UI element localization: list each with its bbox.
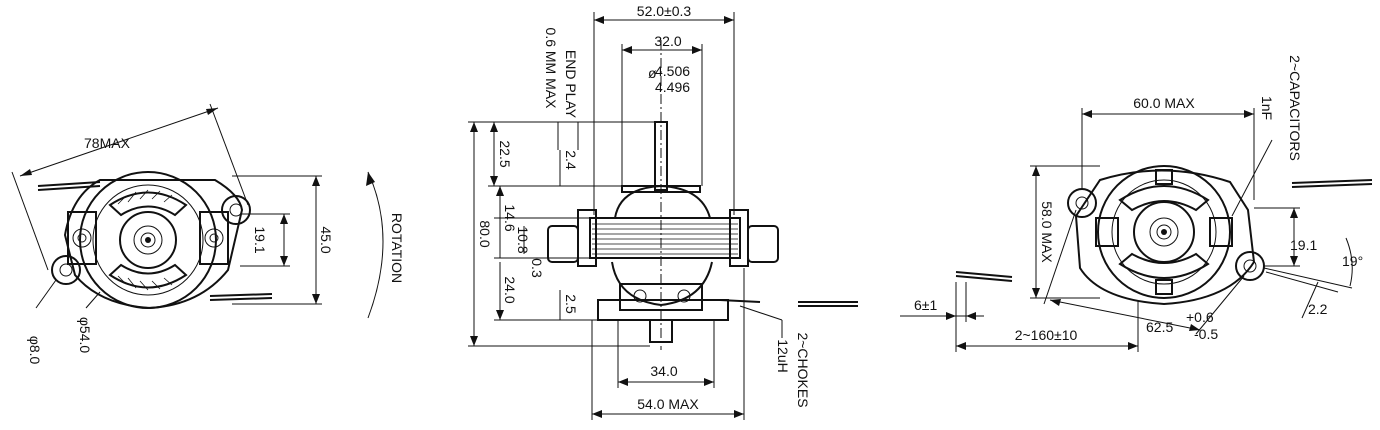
left-height-label: 45.0 — [318, 226, 334, 253]
left-body-dia-label: φ54.0 — [77, 317, 93, 354]
right-capacitors-value: 1nF — [1259, 96, 1275, 120]
mid-end-play-label: END PLAY — [563, 50, 579, 119]
mid-chokes-label: 2~CHOKES — [795, 332, 811, 407]
mid-stack-inner-label: 10.8 — [515, 226, 531, 253]
right-lead-strip-label: 6±1 — [914, 297, 937, 313]
svg-text:ø: ø — [648, 65, 657, 81]
right-tol-minus-label: -0.5 — [1194, 326, 1218, 342]
left-mount-span-label: 19.1 — [252, 226, 268, 253]
right-mount-span-label: 19.1 — [1290, 237, 1317, 253]
rotation-indicator: ROTATION — [366, 171, 405, 319]
mid-chokes-value: 12uH — [775, 339, 791, 372]
right-lead-offset-label: 2.2 — [1308, 301, 1328, 317]
left-overall-diagonal: 78MAX — [84, 135, 131, 151]
right-tol-plus-label: +0.6 — [1186, 309, 1214, 325]
middle-view: 52.0±0.3 32.0 ø 4.506 4.496 END PLAY 0.6… — [468, 3, 858, 420]
mid-bottom-gap-label: 2.5 — [563, 294, 579, 314]
mid-total-height-label: 80.0 — [477, 220, 493, 247]
right-hole-spacing-label: 62.5 — [1146, 319, 1173, 335]
mid-shaft-dia-upper: 4.506 — [655, 63, 690, 79]
mid-base-width-label: 54.0 MAX — [637, 396, 699, 412]
right-lead-length-label: 2~160±10 — [1015, 327, 1078, 343]
mid-bottom-width-label: 34.0 — [650, 363, 677, 379]
mid-stack-height-label: 14.6 — [502, 204, 518, 231]
right-view: 60.0 MAX 2~CAPACITORS 1nF 58.0 MAX 19.1 … — [900, 55, 1373, 352]
mid-inner-width-label: 32.0 — [654, 33, 681, 49]
mid-shaft-dia-lower: 4.496 — [655, 79, 690, 95]
right-capacitors-label: 2~CAPACITORS — [1287, 55, 1303, 161]
mid-small-gap-label: 0.3 — [529, 258, 545, 278]
mid-shaft-length-label: 22.5 — [497, 140, 513, 167]
mid-end-play-value: 0.6 MM MAX — [543, 28, 559, 110]
left-view: 78MAX 45.0 19.1 φ8.0 φ54.0 — [11, 103, 334, 365]
rotation-label: ROTATION — [389, 213, 405, 283]
right-width-label: 60.0 MAX — [1133, 95, 1195, 111]
right-angle-label: 19° — [1342, 253, 1363, 269]
mid-overall-width-label: 52.0±0.3 — [637, 3, 692, 19]
right-height-label: 58.0 MAX — [1039, 201, 1055, 263]
mid-small-offset-label: 2.4 — [563, 150, 579, 170]
mid-lower-height-label: 24.0 — [502, 276, 518, 303]
left-hole-dia-label: φ8.0 — [27, 336, 43, 365]
